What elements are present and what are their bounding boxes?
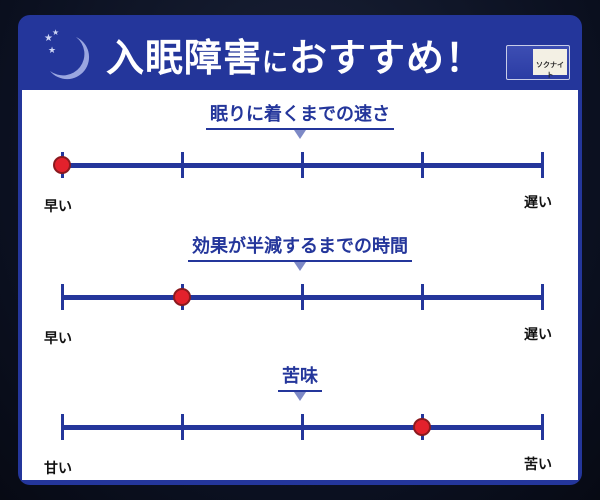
info-panel: ★ ★ ★ 入眠障害におすすめ！ ソクナイト 眠りに着くまでの速さ 早い 遅い効…: [18, 15, 582, 485]
scale-tick: [301, 152, 304, 178]
title-main: 入眠障害: [106, 36, 263, 80]
scale-right-label: 遅い: [524, 195, 552, 211]
scale-title: 眠りに着くまでの速さ: [22, 100, 578, 130]
scale-right-label: 遅い: [524, 327, 552, 343]
scales-area: 眠りに着くまでの速さ 早い 遅い効果が半減するまでの時間 早い 遅い苦味 甘い …: [22, 90, 578, 480]
scale-tick: [421, 284, 424, 310]
scale-tick: [301, 414, 304, 440]
scale-title: 苦味: [22, 362, 578, 392]
scale-tick: [181, 152, 184, 178]
scale-left-label: 早い: [44, 199, 72, 215]
pointer-triangle-icon: [294, 392, 306, 401]
svg-text:★: ★: [52, 28, 59, 37]
scale-title: 効果が半減するまでの時間: [22, 232, 578, 262]
page-title: 入眠障害におすすめ！: [106, 27, 484, 82]
scale-title-text: 苦味: [278, 362, 322, 392]
scale-title-text: 眠りに着くまでの速さ: [206, 100, 394, 130]
scale-tick: [541, 284, 544, 310]
scale-tick: [541, 414, 544, 440]
product-image: ソクナイト: [506, 45, 570, 80]
title-particle: に: [262, 48, 290, 78]
svg-text:★: ★: [48, 46, 56, 56]
scale-tick: [301, 284, 304, 310]
scale-marker: [413, 418, 431, 436]
scale-title-text: 効果が半減するまでの時間: [188, 232, 412, 262]
scale-left-label: 早い: [44, 331, 72, 347]
scale-left-label: 甘い: [44, 461, 72, 477]
scale-tick: [61, 414, 64, 440]
scale-2: 効果が半減するまでの時間 早い 遅い: [22, 232, 578, 362]
product-label: ソクナイト: [533, 49, 567, 79]
scale-1: 眠りに着くまでの速さ 早い 遅い: [22, 100, 578, 230]
svg-text:★: ★: [44, 33, 53, 44]
scale-right-label: 苦い: [524, 457, 552, 473]
moon-icon: ★ ★ ★: [44, 28, 90, 80]
pointer-triangle-icon: [294, 262, 306, 271]
pointer-triangle-icon: [294, 130, 306, 139]
scale-marker: [173, 288, 191, 306]
scale-tick: [61, 284, 64, 310]
scale-3: 苦味 甘い 苦い: [22, 362, 578, 492]
scale-marker: [53, 156, 71, 174]
header: ★ ★ ★ 入眠障害におすすめ！ ソクナイト: [18, 15, 582, 90]
scale-tick: [181, 414, 184, 440]
scale-tick: [421, 152, 424, 178]
scale-tick: [541, 152, 544, 178]
title-rest: おすすめ！: [289, 36, 485, 80]
